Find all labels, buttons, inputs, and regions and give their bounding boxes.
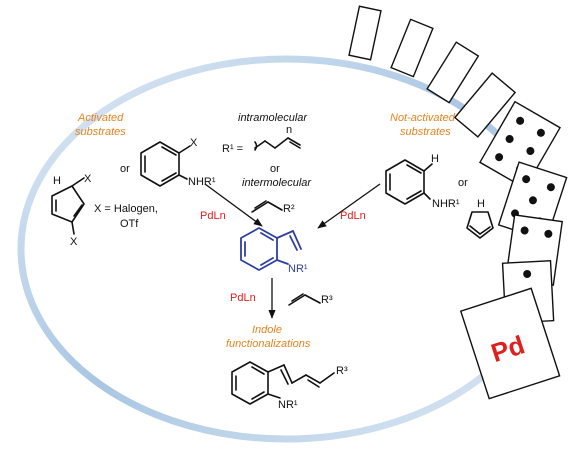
arrow-left-in [204, 183, 263, 227]
nhr1-right-label: NHR¹ [432, 198, 460, 210]
pyrrole-nh-label: H [477, 198, 485, 210]
intramolecular-label: intramolecular [238, 112, 308, 124]
indole-nr1-label: NR¹ [288, 263, 308, 275]
allyl-chain-structure [254, 137, 301, 151]
or-left-label: or [120, 163, 130, 175]
or-center-label: or [270, 163, 280, 175]
domino-chain [348, 5, 568, 400]
functionalization-label-2: functionalizations [226, 338, 311, 350]
pdln-left: PdLn [200, 210, 226, 222]
alkene-mid-structure [288, 293, 321, 306]
x-side-label: X [84, 173, 92, 185]
pdln-mid: PdLn [230, 292, 256, 304]
aniline-structure [385, 159, 433, 205]
x-bottom-label: X [70, 236, 78, 248]
intermolecular-label: intermolecular [242, 177, 312, 189]
functionalization-label-1: Indole [252, 324, 282, 336]
x-eq-label: X = Halogen, [94, 203, 158, 215]
n-label: n [286, 124, 292, 136]
arrow-right-in [317, 183, 381, 229]
domino-pd [459, 287, 561, 400]
nhr1-left-label: NHR¹ [188, 176, 216, 188]
pdln-right: PdLn [340, 210, 366, 222]
activated-label-1: Activated [77, 112, 124, 124]
product-r3-label: R³ [336, 365, 348, 377]
or-right-label: or [458, 177, 468, 189]
domino-2 [390, 18, 434, 78]
domino-1 [348, 5, 382, 61]
not-activated-label-1: Not-activated [390, 112, 456, 124]
haloaniline-structure [140, 141, 191, 187]
domino-3 [426, 41, 480, 104]
halopyrrole-structure [51, 177, 85, 235]
product-structure [231, 361, 335, 405]
r2-label: R² [283, 203, 295, 215]
aniline-h-label: H [431, 153, 439, 165]
pyrrole-structure [466, 211, 494, 239]
activated-label-2: substrates [75, 126, 126, 138]
r3-mid-label: R³ [321, 294, 333, 306]
pyrrole-h-label: H [53, 175, 61, 187]
x-top-label: X [190, 137, 198, 149]
indole-structure [240, 227, 302, 271]
product-nr1-label: NR¹ [278, 399, 298, 411]
r1-eq-label: R¹ = [222, 143, 243, 155]
otf-label: OTf [120, 218, 139, 230]
not-activated-label-2: substrates [400, 126, 451, 138]
domino-4 [453, 72, 517, 138]
alkene-top-structure [251, 200, 283, 213]
